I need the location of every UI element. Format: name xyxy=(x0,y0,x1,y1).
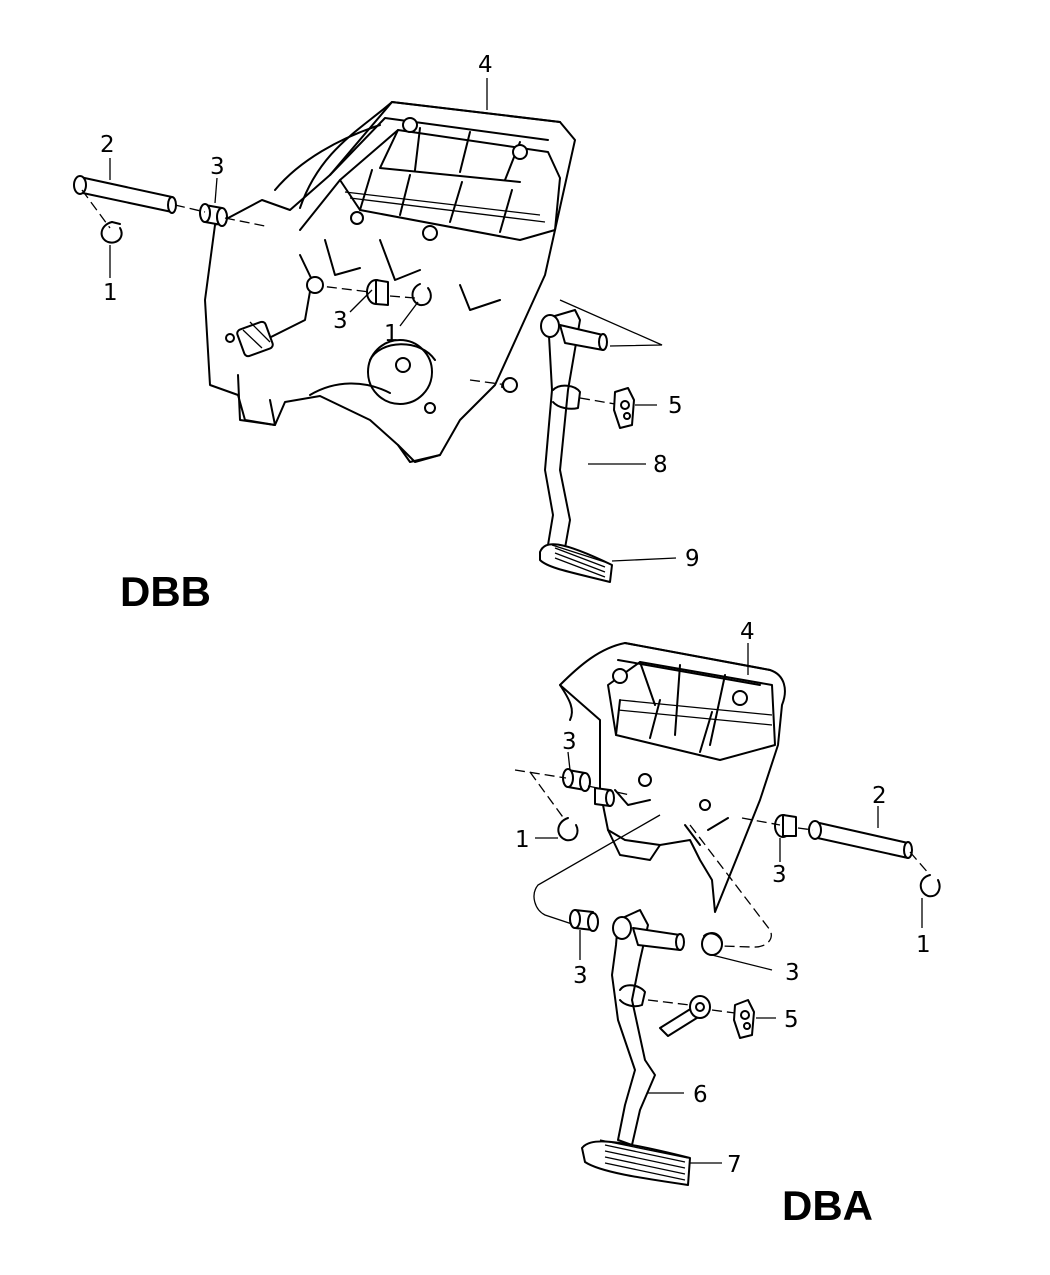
dba-pedal-pad xyxy=(581,1139,691,1186)
dbb-callout-5: 5 xyxy=(668,393,683,419)
dba-pivot-pin xyxy=(808,820,913,859)
dba-left-bushing xyxy=(562,768,615,807)
dba-left-clip xyxy=(557,817,579,842)
dbb-brake-pedal xyxy=(540,309,608,549)
dbb-retaining-clip xyxy=(100,221,123,244)
dba-callout-7: 7 xyxy=(727,1152,742,1178)
dba-callout-3c: 3 xyxy=(573,963,588,989)
dbb-callout-4: 4 xyxy=(478,52,493,78)
dba-callout-2: 2 xyxy=(872,783,887,809)
dba-brake-pedal xyxy=(611,909,685,1146)
dbb-callout-3b: 3 xyxy=(333,308,348,334)
dbb-callout-2: 2 xyxy=(100,132,115,158)
dbb-pedal-retainer xyxy=(613,387,635,429)
dba-right-clip xyxy=(919,874,941,898)
dbb-pedal-pad xyxy=(539,543,613,583)
variant-label-dba: DBA xyxy=(782,1182,873,1229)
dba-pedal-retainer xyxy=(733,999,755,1039)
dbb-pivot-pin xyxy=(73,175,177,214)
dba-callout-1b: 1 xyxy=(916,932,931,958)
dbb-callout-3: 3 xyxy=(210,154,225,180)
dba-callout-5: 5 xyxy=(784,1007,799,1033)
dba-callout-4: 4 xyxy=(740,619,755,645)
dba-bracket-assembly xyxy=(559,642,786,913)
dba-pushrod xyxy=(659,995,711,1037)
variant-label-dbb: DBB xyxy=(120,568,211,615)
dbb-callout-9: 9 xyxy=(685,546,700,572)
dba-right-bushing xyxy=(774,814,797,838)
dbb-callout-8: 8 xyxy=(653,452,668,478)
dba-callout-3d: 3 xyxy=(785,960,800,986)
dbb-callout-1: 1 xyxy=(103,280,118,306)
dbb-callout-1b: 1 xyxy=(384,321,399,347)
dba-pedal-bushing-left xyxy=(569,909,599,932)
dbb-inner-clip xyxy=(411,283,432,307)
dba-pedal-bushing-right xyxy=(701,932,723,956)
dbb-bushing xyxy=(199,203,228,227)
dba-callout-1: 1 xyxy=(515,827,530,853)
dbb-bracket-assembly xyxy=(204,101,576,463)
dba-callout-3b: 3 xyxy=(772,862,787,888)
dba-callout-3: 3 xyxy=(562,729,577,755)
dba-callout-6: 6 xyxy=(693,1082,708,1108)
dbb-inner-bushing xyxy=(366,279,389,306)
